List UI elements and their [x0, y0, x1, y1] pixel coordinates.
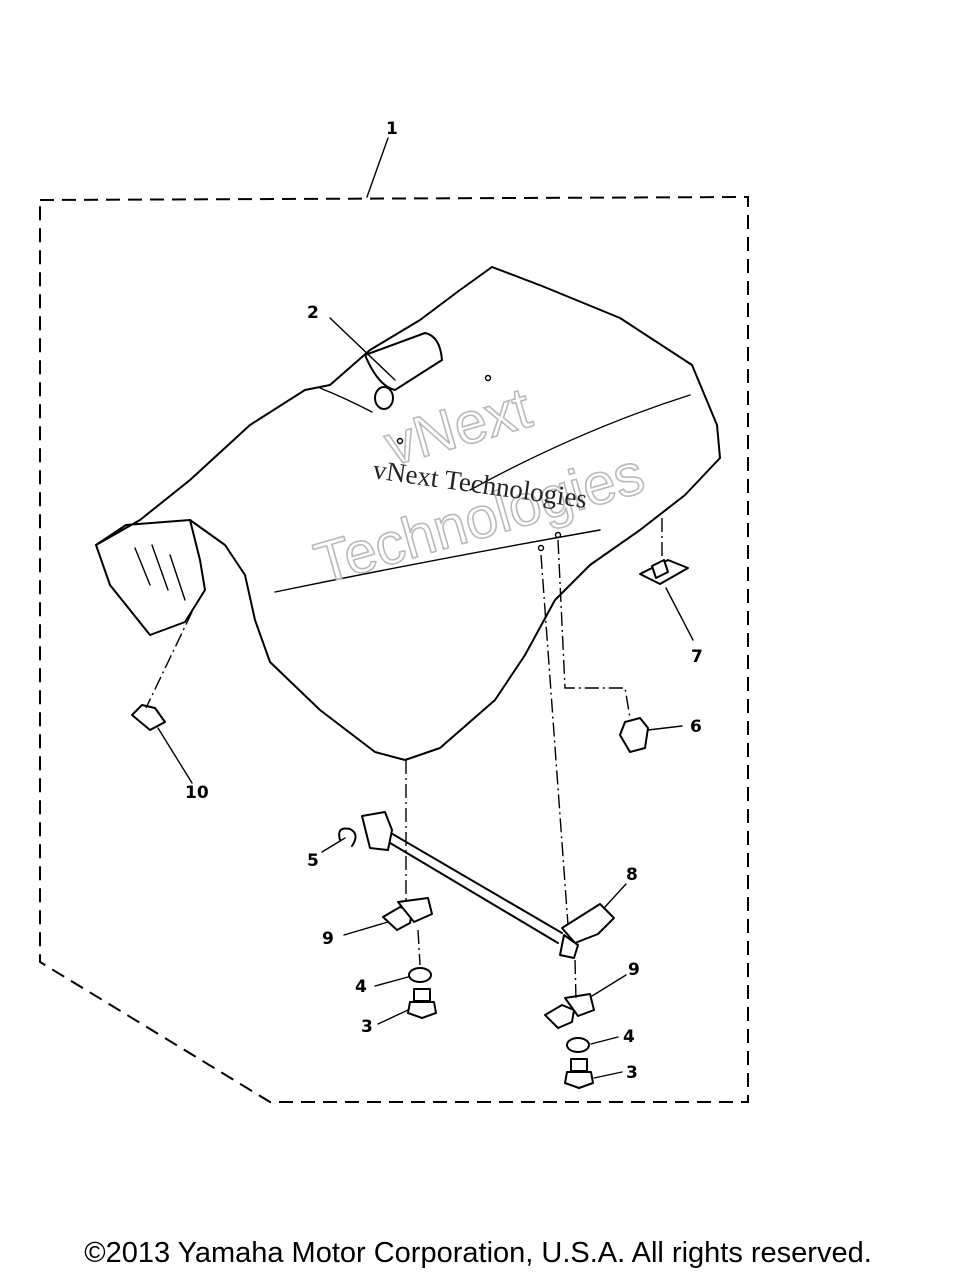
callout-9-left: 9: [322, 929, 334, 949]
callout-6: 6: [690, 717, 702, 737]
washer-right: [566, 1037, 590, 1053]
front-damper: [131, 704, 166, 731]
leader-4-right: [590, 1036, 619, 1045]
leader-3-right: [593, 1071, 623, 1079]
copyright-notice: ©2013 Yamaha Motor Corporation, U.S.A. A…: [84, 1237, 872, 1269]
callout-2: 2: [307, 303, 319, 323]
svg-text:Technologies: Technologies: [308, 441, 651, 597]
leader-3-left: [377, 1009, 409, 1025]
callout-1: 1: [386, 119, 398, 139]
centerline-mid: [540, 554, 569, 926]
leader-8: [604, 883, 627, 908]
centerline-right: [557, 539, 631, 719]
seat-stopper: [619, 717, 649, 753]
washer-left: [408, 967, 432, 983]
bracket-left: [382, 897, 433, 931]
leader-9-left: [343, 921, 389, 936]
leader-2: [329, 317, 396, 381]
leader-1: [366, 137, 389, 198]
bolt-left: [407, 988, 437, 1019]
callout-4-left: 4: [355, 977, 367, 997]
assembly-boundary: [39, 195, 749, 1103]
leader-4-left: [374, 976, 409, 987]
bolt-right: [564, 1058, 594, 1089]
callout-5: 5: [307, 851, 319, 871]
leader-7: [665, 587, 694, 641]
seat-body: [95, 266, 721, 761]
seat-handle: [364, 332, 443, 410]
seat-clip: [639, 559, 689, 585]
leader-9-right: [591, 974, 627, 997]
callout-9-right: 9: [628, 960, 640, 980]
callout-7: 7: [691, 647, 703, 667]
leader-5: [321, 837, 346, 853]
callout-4-right: 4: [623, 1027, 635, 1047]
centerline-right-lower: [574, 959, 577, 1001]
leader-6: [647, 725, 683, 731]
callout-3-left: 3: [361, 1017, 373, 1037]
callout-10: 10: [185, 783, 209, 803]
seat-lock-rod: [361, 811, 615, 959]
callout-8: 8: [626, 865, 638, 885]
callout-3-right: 3: [626, 1063, 638, 1083]
bracket-right: [544, 993, 595, 1029]
spring: [338, 827, 357, 847]
leader-10: [157, 727, 193, 784]
watermark: vNext Technologies vNext Technologies: [307, 374, 652, 597]
centerline-damper: [145, 611, 193, 709]
centerline-left-lower: [417, 929, 421, 966]
